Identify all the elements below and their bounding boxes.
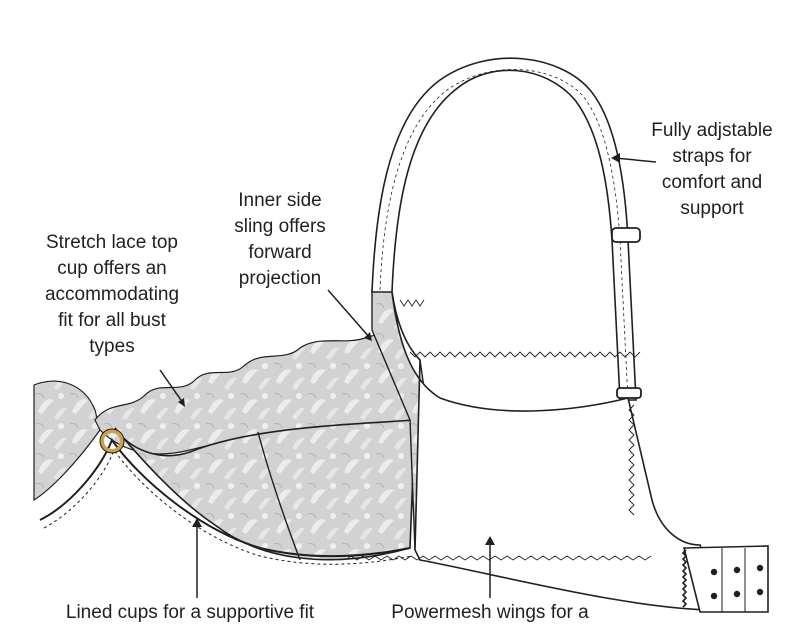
leader-sling (327, 289, 371, 339)
label-line: types (89, 336, 135, 357)
label-line: forward (248, 242, 312, 263)
label-wings: Powermesh wings for a (370, 600, 610, 626)
strap-slider (611, 227, 641, 243)
cup-seam (257, 431, 301, 561)
wing-elastic-bottom (344, 555, 652, 561)
label-straps: Fully adjstable straps for comfort and s… (628, 118, 796, 222)
hook-eye-closure (681, 545, 769, 613)
left-cup-lace (33, 380, 101, 502)
cup-binding (39, 437, 411, 558)
label-line: Lined cups for a supportive fit (65, 602, 315, 623)
label-lace: Stretch lace top cup offers an accommoda… (22, 230, 202, 360)
label-line: comfort and (661, 172, 763, 193)
label-line: Fully adjstable (651, 120, 773, 141)
wing-elastic-top (399, 299, 641, 358)
label-line: Stretch lace top (45, 232, 179, 253)
leader-straps (614, 157, 657, 163)
label-line: support (680, 198, 744, 219)
label-line: projection (238, 268, 322, 289)
strap-ring (616, 387, 642, 399)
leader-arrowheads (178, 153, 620, 545)
label-cups: Lined cups for a supportive fit (40, 600, 340, 626)
label-line: fit for all bust (58, 310, 166, 331)
label-line: sling offers (234, 216, 326, 237)
back-wing (391, 291, 727, 611)
label-sling: Inner side sling offers forward projecti… (215, 188, 345, 292)
label-line: accommodating (44, 284, 180, 305)
center-gore-ring (100, 429, 124, 453)
label-line: straps for (672, 146, 752, 167)
leader-lace (159, 369, 184, 404)
label-line: cup offers an (57, 258, 167, 279)
label-line: Powermesh wings for a (391, 602, 589, 623)
label-line: Inner side (238, 190, 322, 211)
leader-lines (159, 157, 657, 598)
lace-scallop-edge (94, 334, 413, 455)
